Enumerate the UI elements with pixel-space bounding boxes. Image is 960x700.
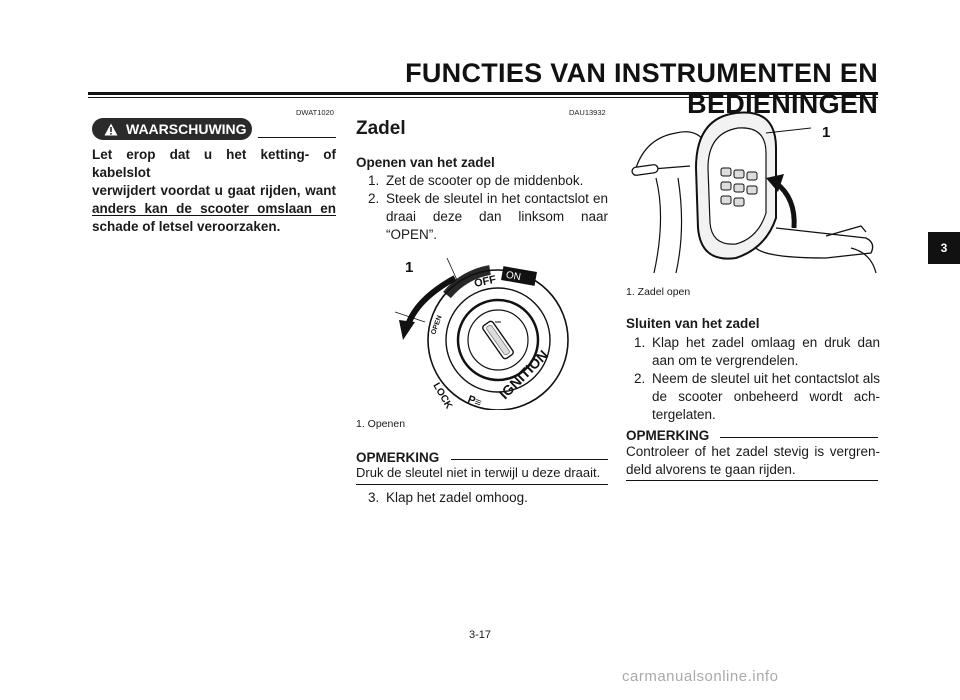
warning-code: DWAT1020 bbox=[296, 108, 334, 117]
open-heading: Openen van het zadel bbox=[356, 155, 495, 170]
open-step-3: 3. Klap het zadel omhoog. bbox=[368, 489, 608, 507]
warning-line: anders kan de scooter omslaan en bbox=[92, 201, 336, 216]
figure2-callout: 1 bbox=[822, 124, 830, 141]
section-title: Zadel bbox=[356, 118, 406, 139]
note1-text: Druk de sleutel niet in terwijl u deze d… bbox=[356, 465, 601, 480]
step-text: Klap het zadel omhoog. bbox=[386, 490, 528, 505]
open-step-2: 2. Steek de sleutel in het contactslot e… bbox=[368, 190, 608, 244]
step-text: Neem de sleutel uit het contactslot als … bbox=[652, 371, 880, 422]
figure2-caption: 1. Zadel open bbox=[626, 286, 691, 298]
warning-line: verwijdert voordat u gaat rijden, want bbox=[92, 183, 336, 198]
note1-title-rule bbox=[451, 459, 608, 460]
step-text: Zet de scooter op de middenbok. bbox=[386, 173, 584, 188]
switch-label-push: P≡ bbox=[466, 394, 483, 410]
note1-heading: OPMERKING bbox=[356, 450, 440, 465]
switch-label-lock: LOCK bbox=[430, 381, 454, 410]
warning-badge-label: WAARSCHUWING bbox=[126, 121, 247, 137]
warning-title-rule bbox=[258, 137, 336, 138]
open-step-1: 1. Zet de scooter op de middenbok. bbox=[368, 172, 608, 190]
warning-line: schade of letsel veroorzaken. bbox=[92, 219, 281, 234]
watermark: carmanualsonline.info bbox=[622, 668, 779, 685]
header-rule bbox=[88, 92, 878, 95]
figure1-callout: 1 bbox=[405, 259, 413, 276]
step-number: 2. bbox=[634, 371, 646, 386]
warning-bottom-rule bbox=[92, 215, 336, 216]
figure1-caption: 1. Openen bbox=[356, 418, 406, 430]
page-number: 3-17 bbox=[468, 629, 492, 641]
step-number: 1. bbox=[634, 335, 646, 350]
note2-bottom-rule bbox=[626, 480, 878, 481]
close-heading: Sluiten van het zadel bbox=[626, 316, 760, 331]
switch-label-off: OFF bbox=[473, 274, 497, 290]
open-seat-figure: 1 bbox=[631, 111, 877, 274]
step-number: 2. bbox=[368, 191, 380, 206]
warning-line: Let erop dat u het ketting- of kabelslot bbox=[92, 147, 336, 180]
section-code: DAU13932 bbox=[569, 108, 606, 117]
close-step-1: 1. Klap het zadel omlaag en druk dan aan… bbox=[634, 334, 880, 370]
warning-badge: WAARSCHUWING bbox=[92, 118, 252, 140]
note1-bottom-rule bbox=[356, 484, 608, 485]
note2-text: Controleer of het zadel stevig is vergre… bbox=[626, 444, 880, 477]
step-text: Klap het zadel omlaag en druk dan aan om… bbox=[652, 335, 880, 368]
step-number: 1. bbox=[368, 173, 380, 188]
header-rule-thin bbox=[88, 97, 878, 98]
step-number: 3. bbox=[368, 490, 380, 505]
step-text: Steek de sleutel in het contactslot en d… bbox=[386, 191, 608, 242]
close-step-2: 2. Neem de sleutel uit het contactslot a… bbox=[634, 370, 880, 424]
note2-title-rule bbox=[720, 437, 878, 438]
note2-heading: OPMERKING bbox=[626, 428, 710, 443]
switch-label-on: ON bbox=[505, 270, 522, 283]
warning-icon bbox=[104, 123, 118, 135]
warning-text: Let erop dat u het ketting- of kabelslot… bbox=[92, 146, 336, 236]
chapter-tab: 3 bbox=[928, 232, 960, 264]
ignition-switch-figure: 1 OFF ON LOCK P≡ IGNITION OPEN bbox=[395, 257, 569, 410]
